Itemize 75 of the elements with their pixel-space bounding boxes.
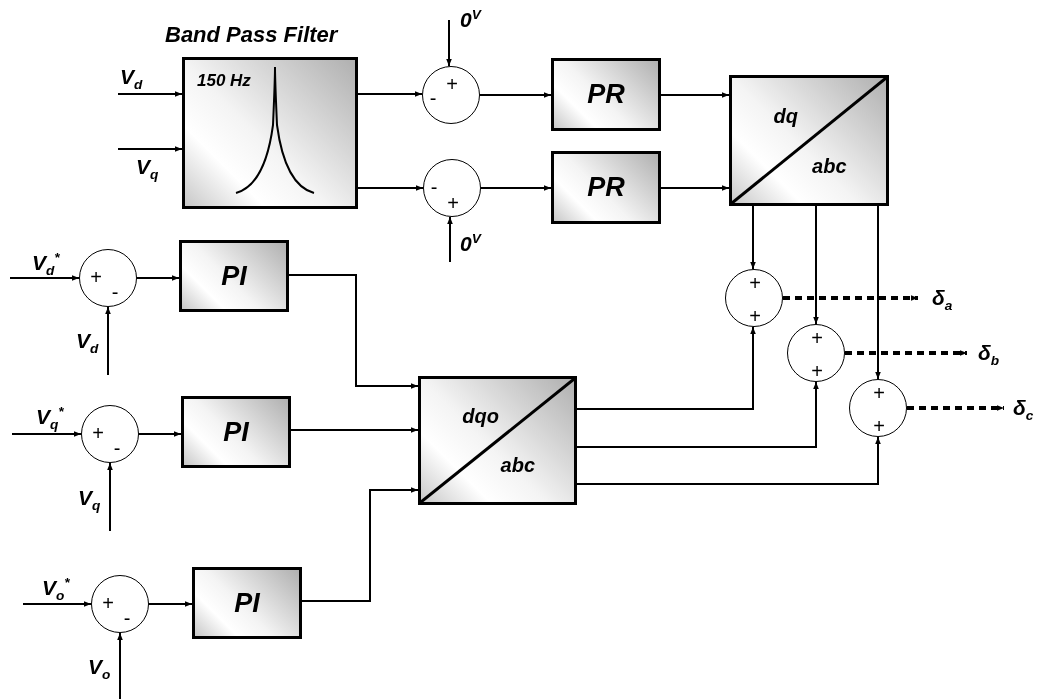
dashed-arrow: [845, 350, 967, 356]
dashed-arrow: [907, 405, 1004, 411]
sign-label: -: [429, 88, 437, 108]
arrow: [301, 487, 419, 602]
arrow: [9, 275, 80, 281]
arrow: [813, 205, 819, 325]
block-label: PI: [221, 262, 247, 290]
arrow: [22, 601, 92, 607]
signal-label: V$_{q}$: [136, 156, 159, 182]
signal-label: V$_{o}$: [88, 656, 111, 682]
sign-label: +: [92, 423, 104, 443]
arrow: [107, 462, 113, 532]
sign-label: +: [873, 416, 885, 436]
block-label: dqo: [462, 406, 499, 427]
controller-block: [181, 396, 291, 468]
arrow: [288, 274, 419, 389]
arrow: [11, 431, 82, 437]
sign-label: +: [873, 383, 885, 403]
controller-block: [551, 58, 661, 131]
sign-label: +: [447, 193, 459, 213]
block-label: PR: [587, 174, 625, 201]
signal-label: V$_{d}$: [120, 66, 143, 92]
arrow: [446, 19, 452, 68]
arrow: [148, 601, 193, 607]
controller-block: [192, 567, 302, 639]
sign-label: -: [123, 608, 131, 628]
frequency-label: 150 Hz: [197, 72, 251, 89]
signal-label: 0$^{V}$: [460, 232, 481, 254]
arrow: [290, 427, 419, 433]
arrow: [138, 431, 182, 437]
arrow: [117, 632, 123, 699]
sign-label: +: [811, 361, 823, 381]
arrow: [357, 91, 423, 97]
controller-block: [551, 151, 661, 224]
signal-label: δ$_{a}$: [932, 287, 953, 313]
sign-label: +: [446, 74, 458, 94]
sign-label: -: [111, 282, 119, 302]
arrow: [875, 205, 881, 380]
arrow: [576, 381, 819, 448]
block-label: dq: [773, 105, 798, 126]
arrow: [357, 185, 424, 191]
arrow: [105, 306, 111, 376]
transform-block: [729, 75, 889, 206]
block-title: Band Pass Filter: [165, 24, 338, 46]
signal-label: V$_{q}$: [78, 487, 101, 513]
dashed-arrow: [783, 295, 918, 301]
block-label: abc: [500, 455, 535, 476]
arrow: [117, 91, 183, 97]
signal-label: δ$_{b}$: [978, 342, 1000, 368]
transform-block: [418, 376, 577, 505]
arrow: [576, 436, 881, 485]
sign-label: -: [113, 438, 121, 458]
signal-label: 0$^{V}$: [460, 8, 481, 30]
sign-label: +: [749, 306, 761, 326]
arrow: [447, 215, 453, 263]
arrow: [480, 185, 552, 191]
sign-label: +: [90, 267, 102, 287]
sign-label: +: [102, 593, 114, 613]
arrow: [660, 185, 730, 191]
sign-label: +: [811, 328, 823, 348]
block-label: PI: [234, 589, 260, 617]
block-label: PI: [223, 418, 249, 446]
arrow: [750, 205, 756, 270]
sign-label: -: [430, 177, 438, 197]
signal-label: V$_{d}$: [76, 330, 99, 356]
signal-label: δ$_{c}$: [1013, 397, 1034, 423]
arrow: [660, 92, 730, 98]
block-label: PR: [587, 81, 625, 108]
arrow: [479, 92, 552, 98]
sign-label: +: [749, 273, 761, 293]
arrow: [117, 146, 183, 152]
arrow: [136, 275, 180, 281]
block-label: abc: [812, 155, 847, 176]
controller-block: [179, 240, 289, 312]
arrow: [576, 326, 756, 410]
